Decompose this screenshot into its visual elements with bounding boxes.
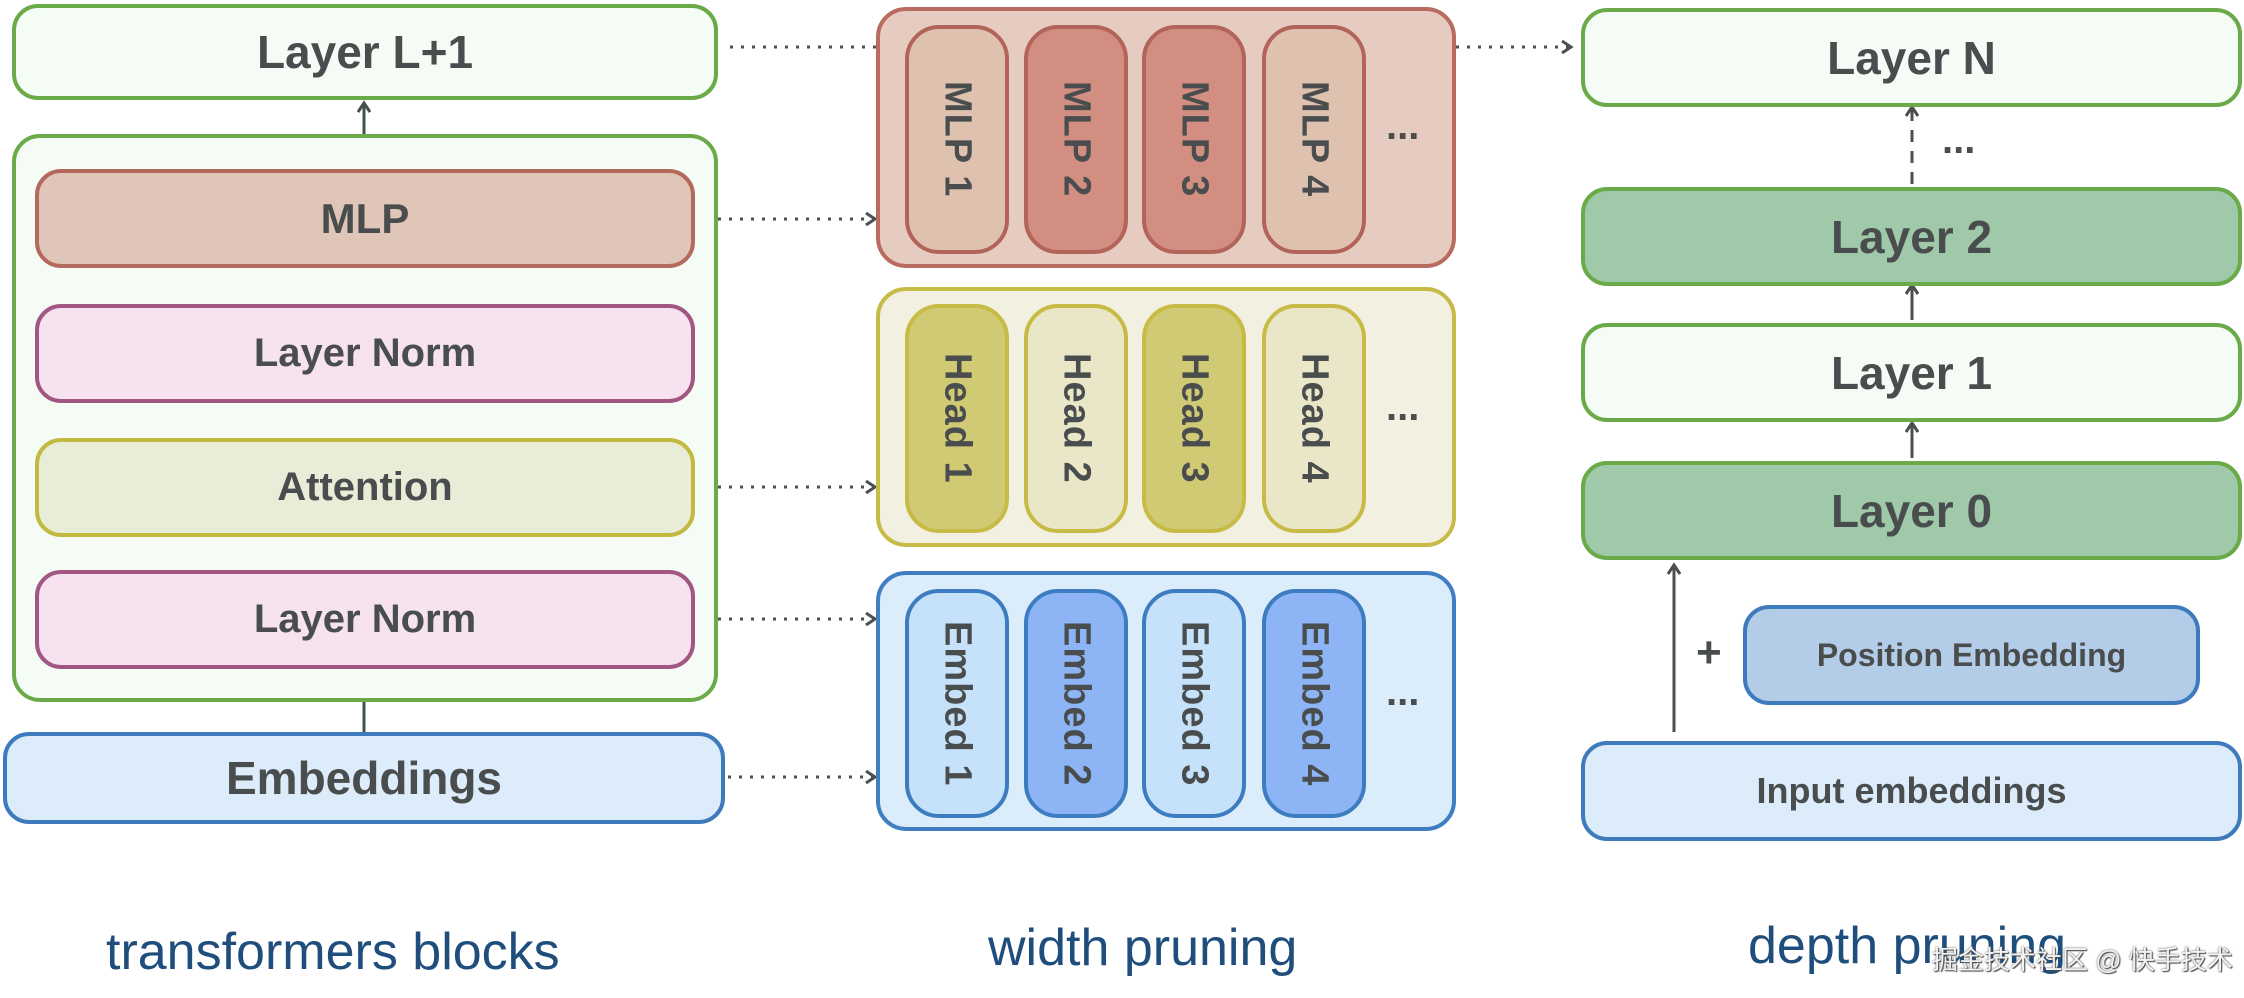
plus-sign: + [1696,628,1722,677]
head-group-more: ... [1386,385,1420,429]
mlp-pill-3: MLP 3 [1142,25,1246,254]
layer-norm-lower-label: Layer Norm [253,597,477,641]
position-embedding-label: Position Embedding [1816,636,2127,673]
layer-top-label: Layer L+1 [256,26,474,78]
layer-1-label: Layer 1 [1830,346,1993,399]
embed-pill-2: Embed 2 [1024,589,1128,818]
caption-depth-pruning: depth pruning [1748,917,2067,975]
mlp-pill-4: MLP 4 [1262,25,1366,254]
layers-between-ellipsis: ... [1942,118,1976,162]
mlp-pill-label: MLP 3 [1173,81,1216,198]
head-pill-label: Head 4 [1293,353,1336,484]
head-pill-3: Head 3 [1142,304,1246,533]
attention-box: Attention [35,438,695,537]
layer-norm-upper-box: Layer Norm [35,304,695,403]
caption-width-pruning: width pruning [988,919,1298,977]
mlp-pill-2: MLP 2 [1024,25,1128,254]
mlp-pill-1: MLP 1 [905,25,1009,254]
watermark: 掘金技术社区 @ 快手技术 [1932,945,2233,975]
head-pill-1: Head 1 [905,304,1009,533]
embed-pill-label: Embed 2 [1055,620,1098,787]
mlp-group-more: ... [1386,104,1420,148]
layer-1-box: Layer 1 [1581,323,2242,422]
mlp-label: MLP [320,194,410,242]
embeddings-box: Embeddings [3,732,725,824]
mlp-pill-label: MLP 4 [1293,81,1336,198]
mlp-pill-label: MLP 2 [1055,81,1098,198]
embed-pill-label: Embed 4 [1293,620,1336,787]
caption-transformers-blocks: transformers blocks [106,923,560,981]
embeddings-label: Embeddings [225,752,503,804]
layer-2-box: Layer 2 [1581,187,2242,286]
position-embedding-box: Position Embedding [1743,605,2200,705]
mlp-pill-label: MLP 1 [936,81,979,198]
input-embeddings-box: Input embeddings [1581,741,2242,841]
layer-n-label: Layer N [1827,31,1996,84]
layer-norm-upper-label: Layer Norm [253,331,477,375]
mlp-box: MLP [35,169,695,268]
attention-label: Attention [277,465,453,509]
embed-pill-1: Embed 1 [905,589,1009,818]
layer-top-box: Layer L+1 [12,4,718,100]
right-column-arrows [1674,108,1912,732]
head-pill-2: Head 2 [1024,304,1128,533]
embed-pill-3: Embed 3 [1142,589,1246,818]
layer-2-label: Layer 2 [1830,210,1993,263]
head-pill-label: Head 1 [936,353,979,484]
layer-norm-lower-box: Layer Norm [35,570,695,669]
embed-pill-label: Embed 3 [1173,620,1216,787]
input-embeddings-label: Input embeddings [1756,770,2067,811]
embed-pill-4: Embed 4 [1262,589,1366,818]
head-pill-4: Head 4 [1262,304,1366,533]
layer-0-box: Layer 0 [1581,461,2242,560]
layer-n-box: Layer N [1581,8,2242,107]
layer-0-label: Layer 0 [1830,484,1993,537]
embed-group-more: ... [1386,670,1420,714]
head-pill-label: Head 3 [1173,353,1216,484]
embed-pill-label: Embed 1 [936,620,979,787]
head-pill-label: Head 2 [1055,353,1098,484]
